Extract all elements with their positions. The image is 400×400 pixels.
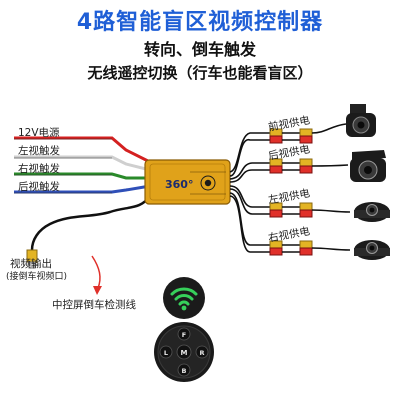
subtitle-remote: 无线遥控切换（行车也能看盲区） xyxy=(87,64,313,82)
remote-button-top xyxy=(177,327,191,341)
remote-button-left xyxy=(159,345,173,359)
remote-label-m: M xyxy=(181,349,188,357)
right-camera-icon xyxy=(354,240,390,260)
left-wires xyxy=(14,136,151,194)
remote-label-f: F xyxy=(182,331,186,339)
remote-button-center xyxy=(176,344,192,360)
remote-label-b: B xyxy=(182,367,187,375)
page-title: 4路智能盲区视频控制器 xyxy=(76,10,324,35)
video-output-note: (接倒车视频口) xyxy=(6,272,68,282)
power-wire-label: 12V电源 xyxy=(18,127,60,139)
remote-label-r: R xyxy=(199,349,204,357)
remote-button-bottom xyxy=(177,363,191,377)
left-trigger-label: 左视触发 xyxy=(18,145,60,157)
front-camera-icon xyxy=(346,104,376,137)
rear-trigger-label: 后视触发 xyxy=(18,181,60,193)
rear-camera-icon xyxy=(350,150,386,182)
camera-channel-right xyxy=(269,240,390,260)
left-camera-icon xyxy=(354,202,390,222)
right-trigger-label: 右视触发 xyxy=(18,163,60,175)
detection-line-label: 中控屏倒车检测线 xyxy=(52,299,136,311)
camera-channel-left xyxy=(269,202,390,222)
video-output-label: 视频输出 xyxy=(10,258,52,270)
left-trigger-wire xyxy=(14,155,151,172)
camera-cables xyxy=(229,132,270,253)
camera-channel-front xyxy=(269,104,376,144)
controller-logo: 360° xyxy=(165,178,193,191)
video-output-cable xyxy=(26,195,152,269)
camera-channel-rear xyxy=(269,150,386,182)
power-wire xyxy=(14,136,151,164)
detection-arrow xyxy=(91,255,102,295)
right-trigger-wire xyxy=(14,172,150,180)
wireless-receiver xyxy=(163,277,205,319)
remote-button-right xyxy=(195,345,209,359)
controller-box: 360° xyxy=(144,159,231,205)
subtitle-trigger: 转向、倒车触发 xyxy=(143,40,256,59)
rear-trigger-wire xyxy=(14,184,151,194)
remote-label-l: L xyxy=(164,349,168,357)
remote-control: M B L R F xyxy=(154,322,214,382)
